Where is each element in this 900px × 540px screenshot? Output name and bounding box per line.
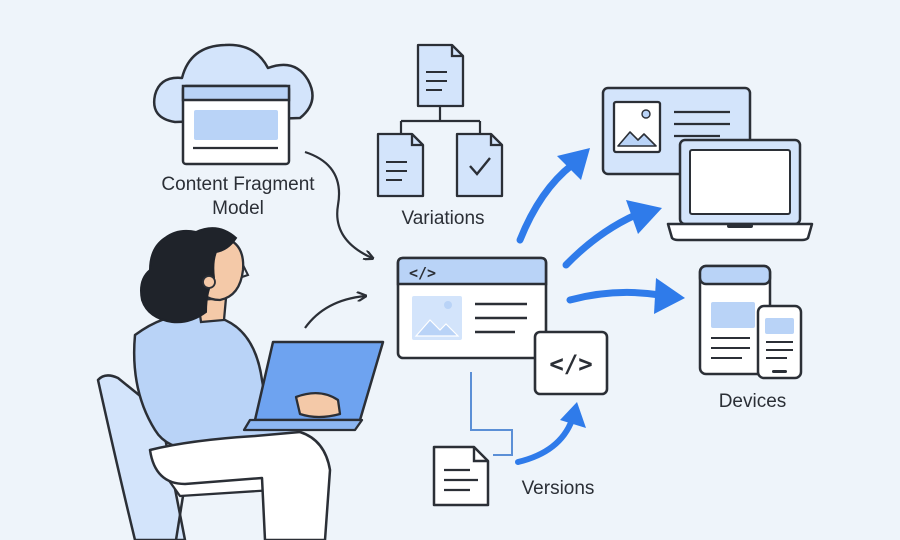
- variations-label: Variations: [401, 208, 485, 229]
- content-fragment-model-icon: [152, 43, 314, 166]
- arrow-versions-up-head: [560, 402, 586, 428]
- content-fragment-model-label-line2: Model: [212, 198, 264, 219]
- arrow-to-devices: [566, 288, 664, 304]
- laptop-device-icon: [666, 138, 814, 242]
- content-fragment-model-label-line1: Content Fragment: [161, 174, 315, 195]
- tablet-device-icon: [698, 264, 772, 376]
- arrow-to-devices-head: [654, 278, 685, 314]
- versions-label: Versions: [521, 478, 595, 499]
- arrow-to-laptop: [562, 209, 644, 269]
- variations-tree: [376, 43, 504, 198]
- arrow-versions-up: [515, 417, 575, 465]
- arrow-up-to-card: [516, 161, 576, 244]
- versions-document-icon: [432, 445, 490, 507]
- content-fragment-model-label: Content Fragment Model: [148, 173, 328, 221]
- content-editor-window: </>: [396, 256, 548, 360]
- person-at-laptop-illustration: [96, 227, 385, 540]
- arrow-to-laptop-head: [626, 200, 662, 234]
- arrow-up-to-card-head: [557, 148, 590, 180]
- devices-label: Devices: [718, 391, 787, 412]
- person-to-editor-arrow: [304, 296, 365, 329]
- code-icon-large: </>: [549, 350, 592, 378]
- phone-device-icon: [756, 304, 803, 380]
- versions-connector-line: [470, 372, 513, 456]
- blue-arrows: [515, 148, 685, 465]
- code-block-card: </>: [533, 330, 609, 396]
- model-to-editor-arrow: [304, 150, 372, 258]
- code-icon-small: </>: [409, 264, 436, 282]
